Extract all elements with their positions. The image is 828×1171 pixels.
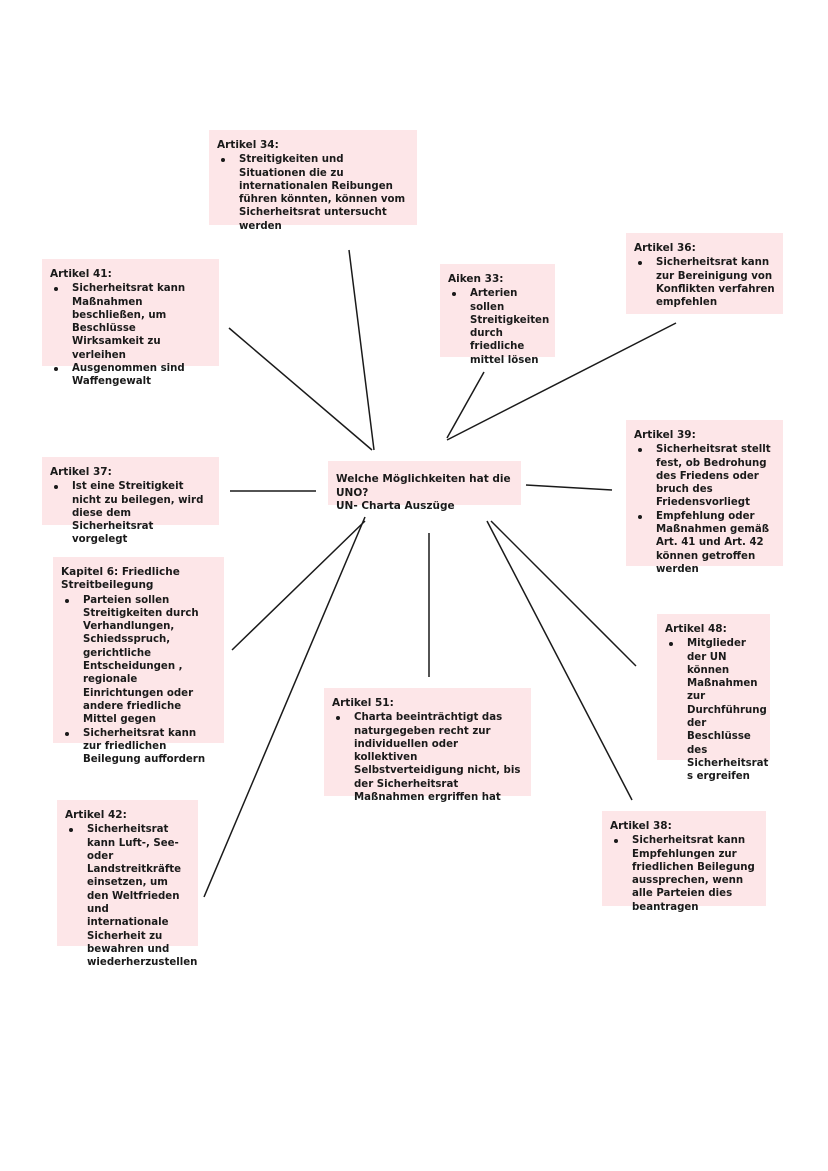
bullet-item: Arterien sollen Streitigkeiten durch fri…	[448, 287, 549, 367]
box-title: Artikel 36:	[634, 242, 696, 254]
connector-art42	[203, 516, 366, 898]
bullet-item: Ausgenommen sind Waffengewalt	[50, 362, 211, 389]
bullet-item: Empfehlung oder Maßnahmen gemäß Art. 41 …	[634, 510, 775, 576]
connector-art36	[446, 322, 677, 441]
box-artikel-41: Artikel 41: Sicherheitsrat kann Maßnahme…	[42, 259, 219, 387]
bullet-item: Mitglieder der UN können Maßnahmen zur D…	[665, 637, 768, 783]
box-title: Artikel 39:	[634, 429, 696, 441]
bullet-item: Sicherheitsrat kann Luft-, See- oder Lan…	[65, 823, 197, 969]
box-artikel-39: Artikel 39: Sicherheitsrat stellt fest, …	[626, 420, 783, 575]
box-title: Artikel 38:	[610, 820, 672, 832]
bullet-item: Sicherheitsrat kann zur friedlichen Beil…	[61, 727, 216, 767]
box-title: Kapitel 6: Friedliche Streitbeilegung	[61, 566, 180, 592]
connector-art33	[446, 371, 485, 439]
bullet-item: Ist eine Streitigkeit nicht zu beilegen,…	[50, 480, 211, 546]
box-title: Artikel 37:	[50, 466, 112, 478]
bullet-item: Sicherheitsrat kann Empfehlungen zur fri…	[610, 834, 758, 914]
connector-art48	[490, 520, 637, 667]
connector-art34	[348, 249, 375, 451]
bullet-item: Streitigkeiten und Situationen die zu in…	[217, 153, 409, 233]
box-title: Artikel 41:	[50, 268, 112, 280]
box-kapitel-6: Kapitel 6: Friedliche Streitbeilegung Pa…	[53, 557, 224, 765]
bullet-item: Charta beeinträchtigt das naturgegeben r…	[332, 711, 523, 804]
bullet-item: Sicherheitsrat kann Maßnahmen beschließe…	[50, 282, 211, 362]
box-artikel-34: Artikel 34: Streitigkeiten und Situation…	[209, 130, 417, 232]
box-title: Artikel 48:	[665, 623, 727, 635]
box-title: Artikel 51:	[332, 697, 394, 709]
box-title: Aiken 33:	[448, 273, 504, 285]
connector-kap6	[231, 520, 366, 651]
center-question-box: Welche Möglichkeiten hat die UNO? UN- Ch…	[328, 461, 521, 512]
box-artikel-37: Artikel 37: Ist eine Streitigkeit nicht …	[42, 457, 219, 545]
center-line-2: UN- Charta Auszüge	[336, 500, 455, 512]
box-artikel-36: Artikel 36: Sicherheitsrat kann zur Bere…	[626, 233, 783, 314]
bullet-item: Sicherheitsrat kann zur Bereinigung von …	[634, 256, 775, 309]
box-artikel-42: Artikel 42: Sicherheitsrat kann Luft-, S…	[57, 800, 198, 968]
box-title: Artikel 34:	[217, 139, 279, 151]
box-artikel-38: Artikel 38: Sicherheitsrat kann Empfehlu…	[602, 811, 766, 913]
center-line-1: Welche Möglichkeiten hat die UNO?	[336, 473, 511, 499]
connector-art39	[525, 484, 613, 491]
box-title: Artikel 42:	[65, 809, 127, 821]
connector-art41	[228, 327, 373, 451]
bullet-item: Sicherheitsrat stellt fest, ob Bedrohung…	[634, 443, 775, 509]
connector-art38	[486, 520, 633, 801]
box-artikel-33: Aiken 33: Arterien sollen Streitigkeiten…	[440, 264, 555, 366]
box-artikel-51: Artikel 51: Charta beeinträchtigt das na…	[324, 688, 531, 803]
bullet-item: Parteien sollen Streitigkeiten durch Ver…	[61, 594, 216, 727]
box-artikel-48: Artikel 48: Mitglieder der UN können Maß…	[657, 614, 770, 782]
